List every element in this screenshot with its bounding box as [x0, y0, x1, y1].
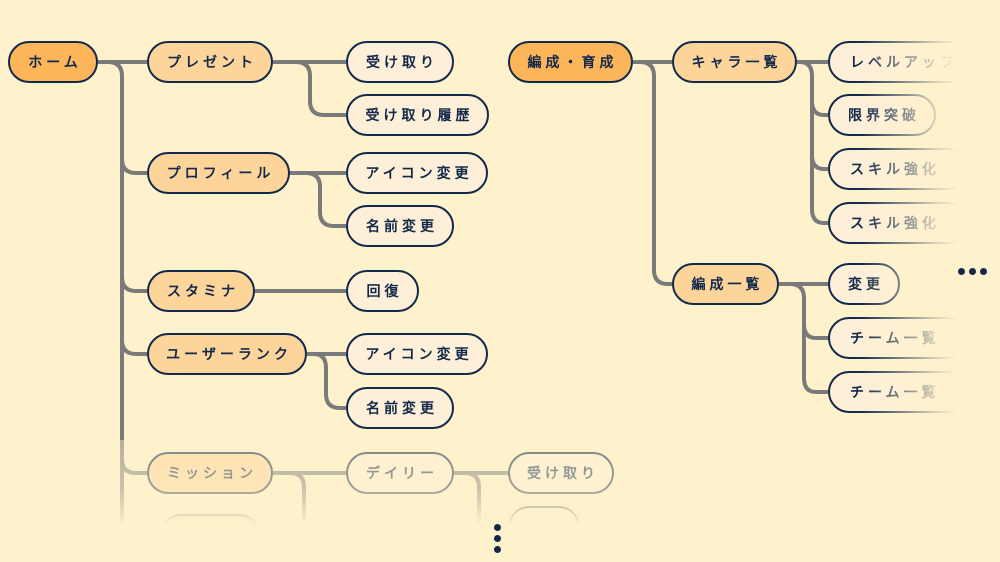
- node-chara-list[interactable]: キャラ一覧: [672, 41, 797, 83]
- node-mission[interactable]: ミッション: [147, 452, 273, 494]
- node-home[interactable]: ホーム: [8, 41, 98, 83]
- node-present-history[interactable]: 受け取り履歴: [346, 94, 489, 136]
- node-stamina[interactable]: スタミナ: [147, 270, 255, 312]
- node-profile[interactable]: プロフィール: [147, 152, 290, 194]
- node-rank-name-change[interactable]: 名前変更: [346, 387, 454, 429]
- node-stamina-recover[interactable]: 回復: [346, 270, 419, 312]
- node-partial-hidden: [508, 506, 580, 548]
- node-team-view[interactable]: チーム一覧: [828, 371, 968, 413]
- node-limit-break[interactable]: 限界突破: [828, 94, 936, 136]
- node-partial-hidden: [160, 514, 260, 556]
- node-profile-name-change[interactable]: 名前変更: [346, 205, 454, 247]
- node-level-up[interactable]: レベルアップ: [828, 41, 978, 83]
- node-user-rank[interactable]: ユーザーランク: [147, 333, 307, 375]
- node-team-list[interactable]: 編成一覧: [672, 263, 779, 305]
- node-formation-training[interactable]: 編成・育成: [508, 41, 633, 83]
- node-skill-up[interactable]: スキル強化: [828, 202, 968, 244]
- node-rank-icon-change[interactable]: アイコン変更: [346, 333, 488, 375]
- node-team-change[interactable]: 変更: [828, 263, 900, 305]
- node-daily-receive[interactable]: 受け取り: [508, 452, 614, 494]
- node-skill-up[interactable]: スキル強化: [828, 148, 968, 190]
- node-team-view[interactable]: チーム一覧: [828, 317, 968, 359]
- node-present[interactable]: プレゼント: [147, 41, 273, 83]
- node-mission-daily[interactable]: デイリー: [346, 452, 454, 494]
- node-profile-icon-change[interactable]: アイコン変更: [346, 152, 488, 194]
- node-present-receive[interactable]: 受け取り: [346, 41, 454, 83]
- more-vertical-icon: [494, 524, 502, 557]
- more-horizontal-icon: [958, 268, 987, 275]
